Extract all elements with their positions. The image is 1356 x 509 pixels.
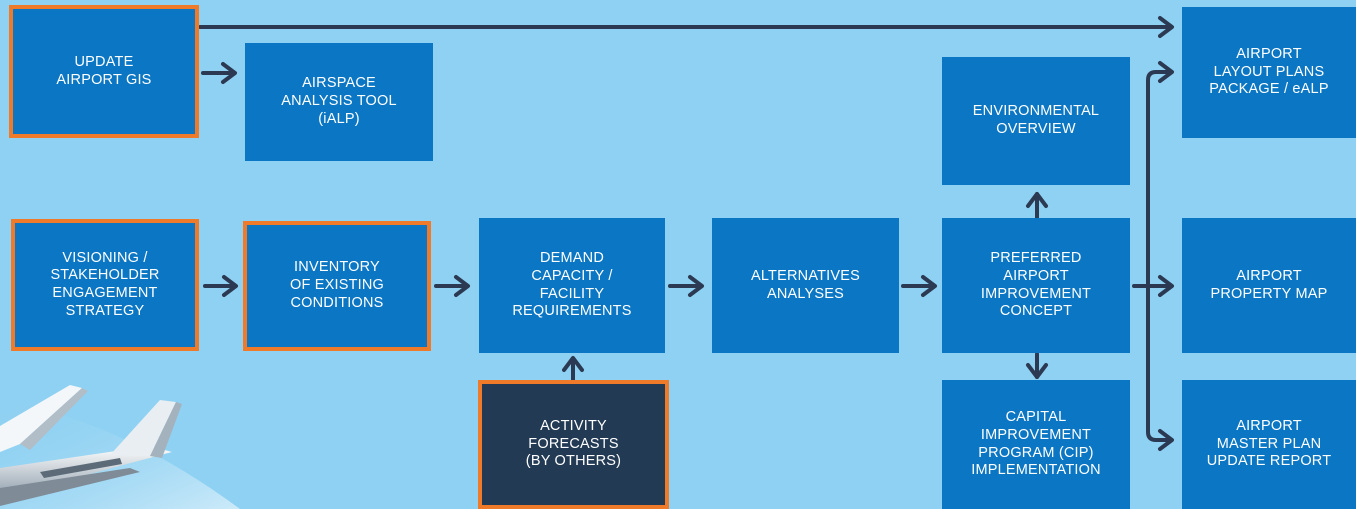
preferred-concept-label: PREFERRED AIRPORT IMPROVEMENT CONCEPT bbox=[980, 250, 1092, 320]
visioning-label: VISIONING / STAKEHOLDER ENGAGEMENT STRAT… bbox=[50, 249, 160, 319]
cip-label: CAPITAL IMPROVEMENT PROGRAM (CIP) IMPLEM… bbox=[971, 409, 1101, 479]
inventory-label: INVENTORY OF EXISTING CONDITIONS bbox=[289, 259, 385, 311]
cip-box: CAPITAL IMPROVEMENT PROGRAM (CIP) IMPLEM… bbox=[942, 380, 1130, 509]
activity-forecasts-box: ACTIVITY FORECASTS (BY OTHERS) bbox=[478, 380, 669, 509]
arrow-inventory-to-demand bbox=[434, 275, 470, 297]
arrow-demand-to-alternatives bbox=[668, 275, 704, 297]
inventory-box: INVENTORY OF EXISTING CONDITIONS bbox=[243, 221, 431, 351]
airport-property-map-box: AIRPORT PROPERTY MAP bbox=[1182, 218, 1356, 353]
airplane-illustration bbox=[0, 385, 240, 509]
arrow-preferred-to-outputs bbox=[1132, 61, 1174, 451]
activity-forecasts-label: ACTIVITY FORECASTS (BY OTHERS) bbox=[525, 417, 622, 470]
airport-property-map-label: AIRPORT PROPERTY MAP bbox=[1210, 267, 1328, 302]
arrow-gis-to-airspace bbox=[201, 62, 237, 84]
airspace-analysis-tool-label: AIRSPACE ANALYSIS TOOL (iALP) bbox=[281, 75, 397, 127]
arrow-forecasts-to-demand bbox=[562, 356, 584, 382]
arrow-alternatives-to-preferred bbox=[901, 275, 937, 297]
arrow-visioning-to-inventory bbox=[203, 275, 238, 297]
airport-layout-plans-label: AIRPORT LAYOUT PLANS PACKAGE / eALP bbox=[1209, 45, 1329, 98]
environmental-overview-box: ENVIRONMENTAL OVERVIEW bbox=[942, 57, 1130, 185]
update-airport-gis-label: UPDATE AIRPORT GIS bbox=[56, 53, 152, 88]
master-plan-report-label: AIRPORT MASTER PLAN UPDATE REPORT bbox=[1206, 417, 1332, 470]
arrow-gis-to-alp bbox=[198, 16, 1174, 38]
demand-capacity-label: DEMAND CAPACITY / FACILITY REQUIREMENTS bbox=[512, 250, 632, 320]
master-plan-report-box: AIRPORT MASTER PLAN UPDATE REPORT bbox=[1182, 380, 1356, 509]
airspace-analysis-tool-box: AIRSPACE ANALYSIS TOOL (iALP) bbox=[245, 43, 433, 161]
airport-layout-plans-box: AIRPORT LAYOUT PLANS PACKAGE / eALP bbox=[1182, 7, 1356, 138]
update-airport-gis-box: UPDATE AIRPORT GIS bbox=[9, 5, 199, 138]
alternatives-analyses-box: ALTERNATIVES ANALYSES bbox=[712, 218, 899, 353]
preferred-concept-box: PREFERRED AIRPORT IMPROVEMENT CONCEPT bbox=[942, 218, 1130, 353]
visioning-box: VISIONING / STAKEHOLDER ENGAGEMENT STRAT… bbox=[11, 219, 199, 351]
arrow-preferred-to-cip bbox=[1026, 352, 1048, 379]
alternatives-analyses-label: ALTERNATIVES ANALYSES bbox=[750, 267, 861, 302]
arrow-preferred-to-environmental bbox=[1026, 192, 1048, 220]
demand-capacity-box: DEMAND CAPACITY / FACILITY REQUIREMENTS bbox=[479, 218, 665, 353]
environmental-overview-label: ENVIRONMENTAL OVERVIEW bbox=[972, 103, 1100, 137]
